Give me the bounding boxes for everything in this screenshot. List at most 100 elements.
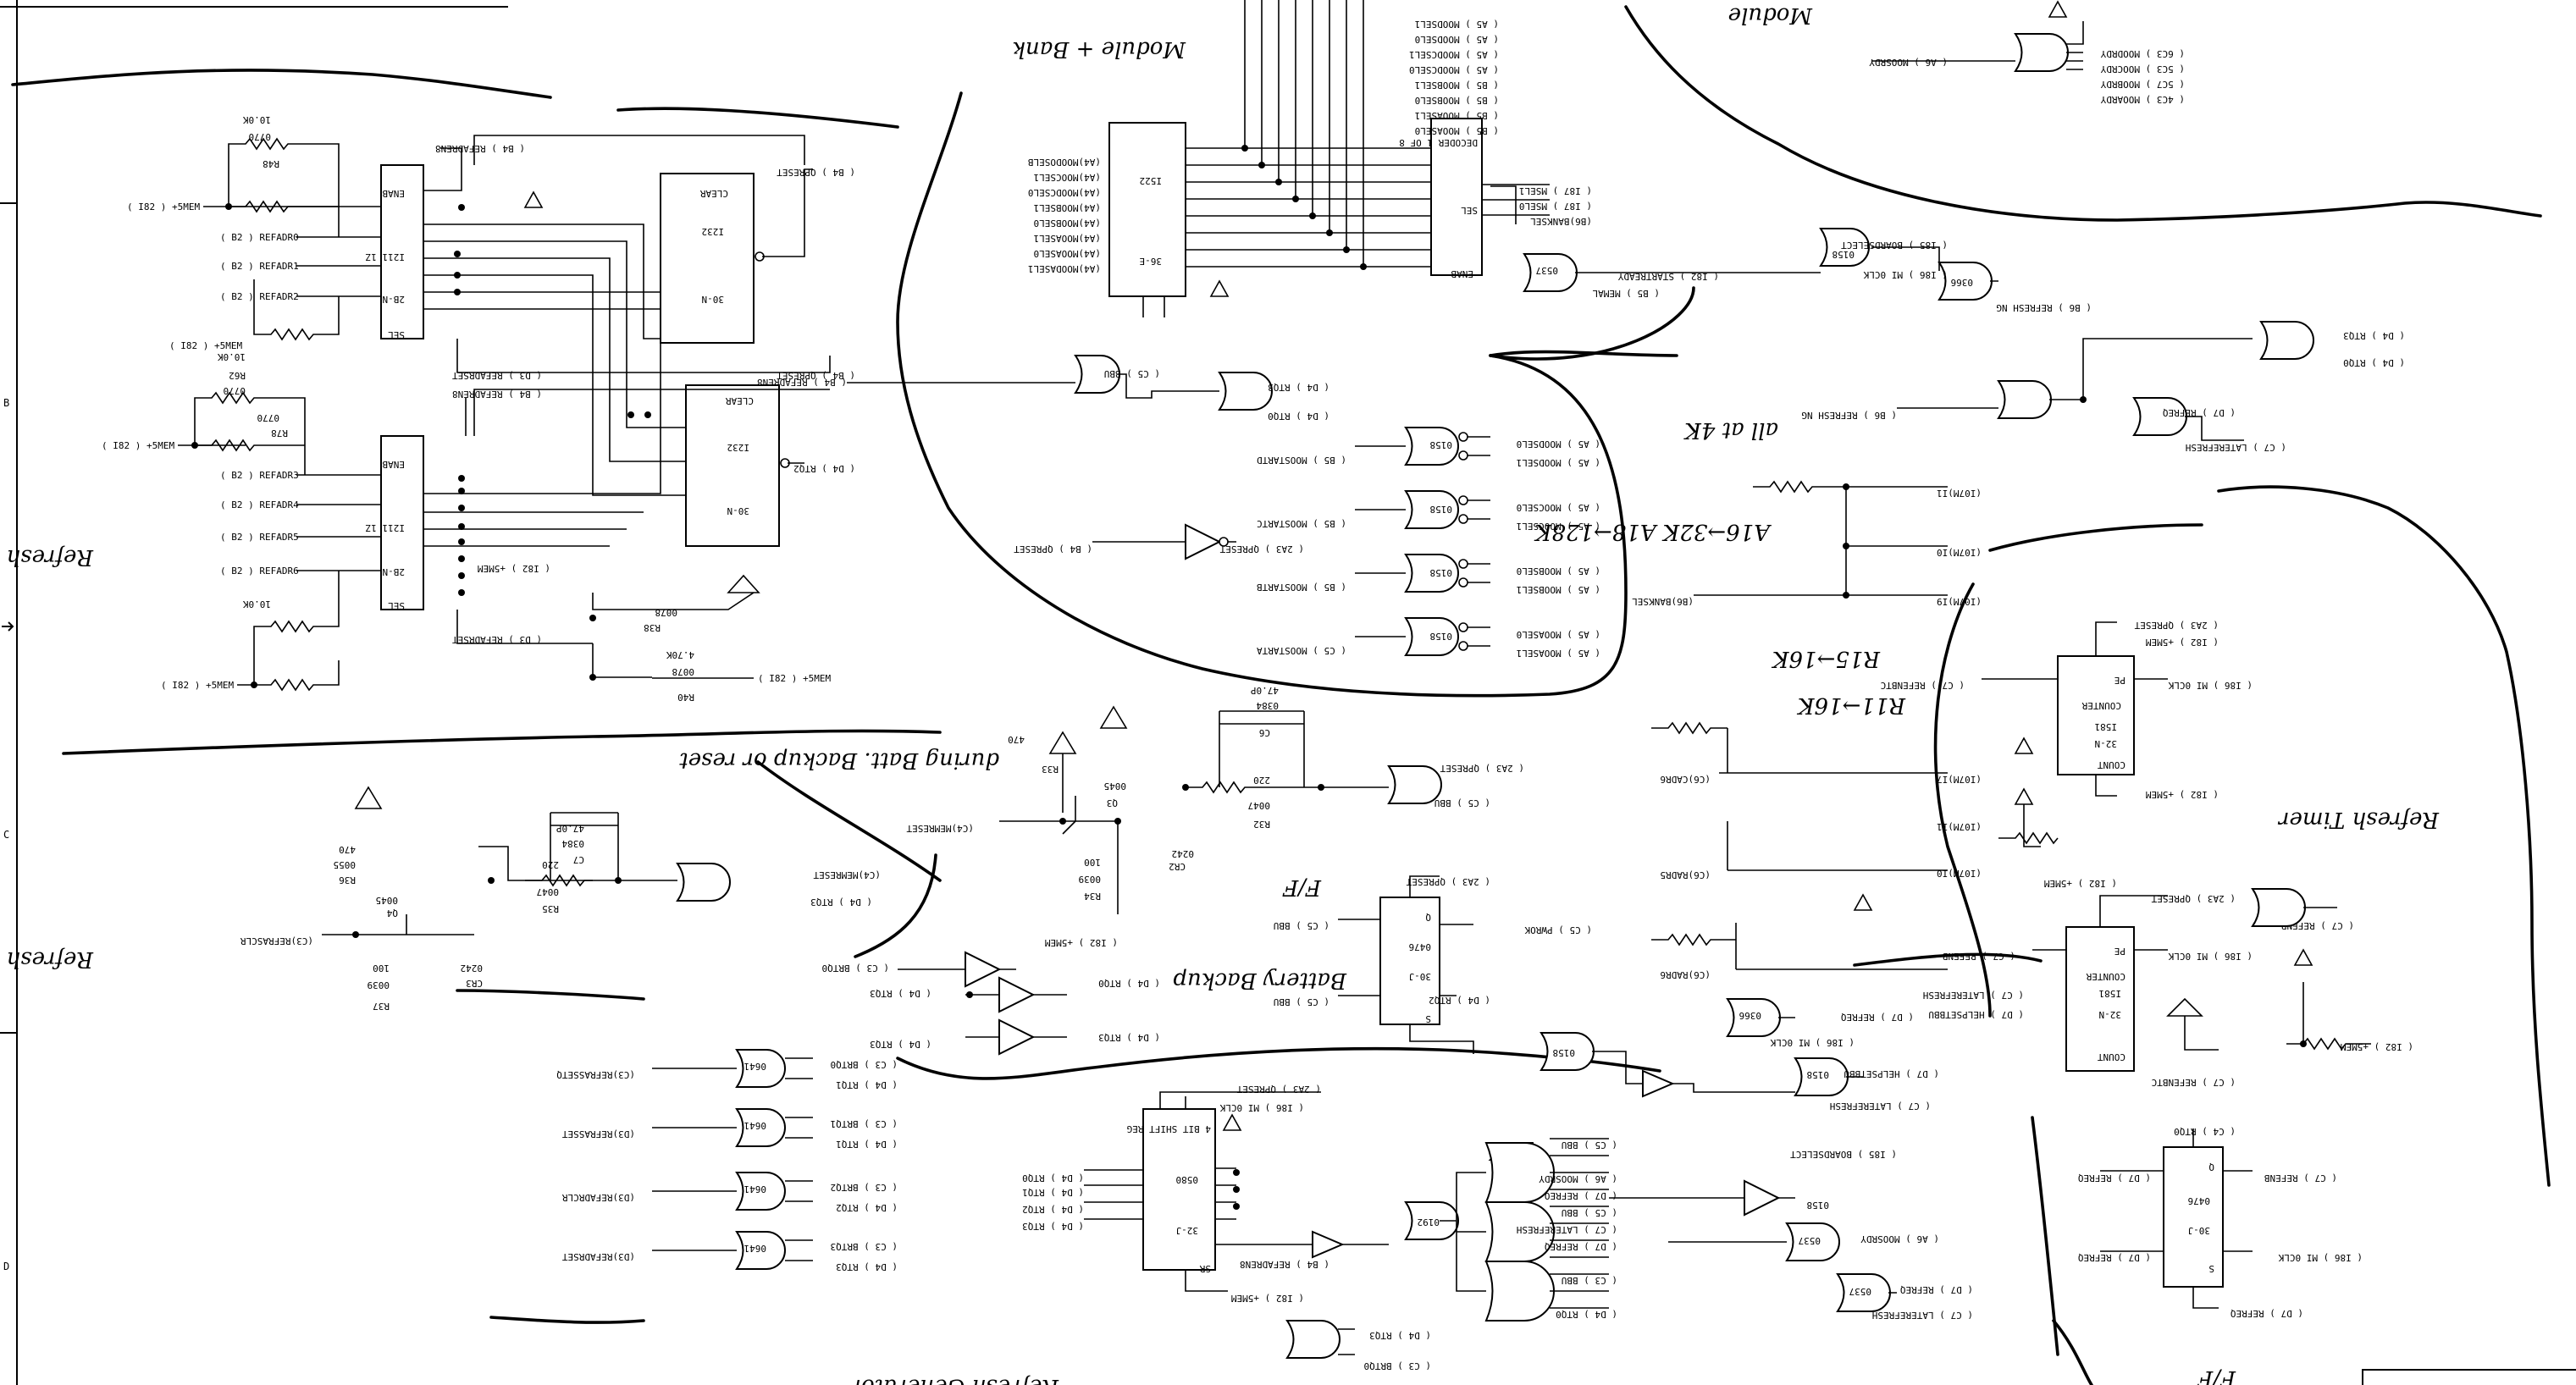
svg-text:( I85 ) BOARDSELECT: ( I85 ) BOARDSELECT [1790,1149,1897,1160]
svg-text:( D4 ) RTQ3: ( D4 ) RTQ3 [870,988,931,999]
svg-text:30-J: 30-J [1409,971,1432,982]
sig-rtq2-1: ( D4 ) RTQ2 [793,463,855,474]
left-signals: ( I82 ) +5MEM ( B2 ) REFADR0 ( B2 ) REFA… [102,114,831,692]
svg-text:( D7 ) REFREQ: ( D7 ) REFREQ [2078,1252,2151,1263]
svg-text:R33: R33 [1042,764,1059,775]
svg-text:(I07M)I0: (I07M)I0 [1937,868,1982,879]
svg-text:0537: 0537 [1536,265,1559,276]
svg-text:I232: I232 [727,442,750,453]
svg-text:R35: R35 [542,903,559,914]
sig-refadren8-1: ( B4 ) REFADREN8 [435,143,525,154]
svg-text:( B5 ) MOOSTARTB: ( B5 ) MOOSTARTB [1257,582,1346,593]
svg-text:0366: 0366 [1951,277,1974,288]
sig-refadr1: ( B2 ) REFADR1 [220,261,299,272]
svg-text:0384: 0384 [561,838,584,849]
sig-5mem-4: ( I82 ) +5MEM [161,680,234,691]
svg-text:4 BIT SHIFT REG: 4 BIT SHIFT REG [1127,1123,1211,1134]
svg-text:I581: I581 [2099,988,2122,999]
sig-refadr4: ( B2 ) REFADR4 [220,499,299,510]
note-refresh-generator: Refresh Generator [849,1374,1059,1385]
svg-text:47.0P: 47.0P [1251,685,1279,696]
sig-refadren8-2: ( B4 ) REFADREN8 [452,389,542,400]
note-module-bank: Module + Bank [1012,36,1186,62]
svg-text:220: 220 [1253,775,1270,786]
svg-text:( C5 ) BBU: ( C5 ) BBU [1562,1139,1617,1150]
mux-wiring [423,135,831,681]
svg-text:R40: R40 [677,692,694,703]
svg-text:47.0P: 47.0P [556,823,584,834]
svg-text:(I07M)I1: (I07M)I1 [1937,821,1982,832]
refreshing-gates: ( D4 ) RTQ3 ( D4 ) RTQ0 ( B6 ) REFRESH N… [1801,321,2405,453]
svg-text:( I82 ) +5MEM: ( I82 ) +5MEM [2341,1041,2413,1052]
svg-text:2B-N: 2B-N [383,566,406,577]
svg-text:( A5 ) MOOCSEL1: ( A5 ) MOOCSEL1 [1517,521,1600,532]
svg-text:( B5 ) MOOSTARTC: ( B5 ) MOOSTARTC [1257,518,1346,529]
svg-text:32-N: 32-N [2095,738,2118,749]
svg-text:( D4 ) RTQ0: ( D4 ) RTQ0 [1022,1173,1084,1184]
svg-text:SEL: SEL [388,329,405,340]
svg-text:CLEAR: CLEAR [726,395,754,406]
ff-battery: Q 0476 30-J S ( 2A3 ) QPRESET ( C5 ) PWR… [1274,875,1939,1112]
svg-text:( C7 ) LATEREFRESH: ( C7 ) LATEREFRESH [1517,1224,1617,1235]
svg-text:0158: 0158 [1430,439,1453,450]
svg-text:0384: 0384 [1256,700,1279,711]
svg-text:I211 1Z: I211 1Z [365,522,405,533]
svg-text:( D4 ) RTQ0: ( D4 ) RTQ0 [2343,357,2405,368]
refreq-gates: ( C5 ) BBU ( A6 ) MOOSRDY ( D7 ) REFREQ … [1404,1138,1973,1322]
svg-text:ENAB: ENAB [382,188,405,199]
svg-text:SEL: SEL [388,600,405,611]
svg-text:0039: 0039 [368,979,390,990]
svg-text:0242: 0242 [1172,848,1195,859]
svg-text:( D4 ) RTQ0: ( D4 ) RTQ0 [1268,411,1329,422]
note-r11-16k: R11→16K [1796,692,1906,718]
ff-refresh: Q 0476 30-J S ( C4 ) RTQ0 ( C7 ) REFENB … [2078,1126,2363,1319]
svg-text:( B5 ) MOOSTARTD: ( B5 ) MOOSTARTD [1257,455,1346,466]
svg-text:( C3 ) BRTQ0: ( C3 ) BRTQ0 [831,1059,898,1070]
svg-text:470: 470 [339,844,356,855]
svg-text:( A5 ) MOODSEL1: ( A5 ) MOODSEL1 [1415,19,1499,30]
svg-text:S: S [2208,1263,2214,1274]
decoder-inputs: ( A5 ) MOODSEL1 ( A5 ) MOODSEL0 ( A5 ) M… [1409,19,1592,227]
svg-text:( I86 ) MI 0CLK: ( I86 ) MI 0CLK [1219,1102,1304,1113]
svg-text:( D4 ) RTQ3: ( D4 ) RTQ3 [1022,1221,1084,1232]
svg-text:470: 470 [1008,734,1025,745]
svg-text:CR3: CR3 [466,978,483,989]
svg-text:SR: SR [1199,1263,1211,1274]
svg-text:( C5 ) BBU: ( C5 ) BBU [1274,996,1329,1007]
svg-text:(C4)MEMRESET: (C4)MEMRESET [813,869,881,880]
brtq-gates: (C3)REFRASSETQ (D3)REFRASSET (D3)REFADRC… [556,1049,898,1272]
svg-text:( 2A3 ) QPRESET: ( 2A3 ) QPRESET [1406,876,1490,887]
svg-text:( B5 ) MOOASEL1: ( B5 ) MOOASEL1 [1415,110,1499,121]
sig-refadrset-2: ( D3 ) REFADRSET [452,634,542,645]
svg-text:( C3 ) BRTQ1: ( C3 ) BRTQ1 [831,1118,898,1129]
svg-text:CLEAR: CLEAR [700,188,728,199]
svg-text:COUNT: COUNT [2098,759,2125,770]
svg-text:(A4)MOOASEL1: (A4)MOOASEL1 [1034,233,1101,244]
svg-text:32-J: 32-J [1176,1225,1199,1236]
svg-text:( 2A3 ) QPRESET: ( 2A3 ) QPRESET [1219,544,1304,555]
sig-5mem-3: ( I82 ) +5MEM [102,440,174,451]
svg-text:( D4 ) RTQ2: ( D4 ) RTQ2 [836,1202,898,1213]
svg-text:32-N: 32-N [2099,1009,2122,1020]
svg-text:( D4 ) RTQ1: ( D4 ) RTQ1 [1022,1187,1084,1198]
svg-text:( C7 ) REFENB: ( C7 ) REFENB [2281,920,2354,931]
svg-text:0641: 0641 [744,1184,767,1195]
svg-text:( C7 ) LATEREFRESH: ( C7 ) LATEREFRESH [1872,1310,1973,1321]
margin-d: D [3,1261,9,1272]
svg-text:( B5 ) MOOBSEL0: ( B5 ) MOOBSEL0 [1415,95,1499,106]
svg-text:0158: 0158 [1832,249,1855,260]
svg-text:0476: 0476 [1409,941,1432,952]
svg-text:( C7 ) LATEREFRESH: ( C7 ) LATEREFRESH [1830,1101,1931,1112]
svg-text:0045: 0045 [376,895,399,906]
svg-text:0242: 0242 [461,963,484,974]
svg-text:( C3 ) BRTQ3: ( C3 ) BRTQ3 [831,1241,898,1252]
svg-text:( I86 ) MI 0CLK: ( I86 ) MI 0CLK [2278,1252,2363,1263]
svg-text:( I82 ) +5MEM: ( I82 ) +5MEM [2044,878,2117,889]
svg-text:( 5C7 ) MOOBRDY: ( 5C7 ) MOOBRDY [2100,79,2185,90]
sig-5mem-6: ( I82 ) +5MEM [478,563,550,574]
svg-text:0078: 0078 [655,607,678,618]
svg-text:Q: Q [2208,1162,2214,1173]
svg-text:( B5 ) MEMAL: ( B5 ) MEMAL [1592,288,1660,299]
svg-text:( I82 ) +5MEM: ( I82 ) +5MEM [2146,637,2219,648]
